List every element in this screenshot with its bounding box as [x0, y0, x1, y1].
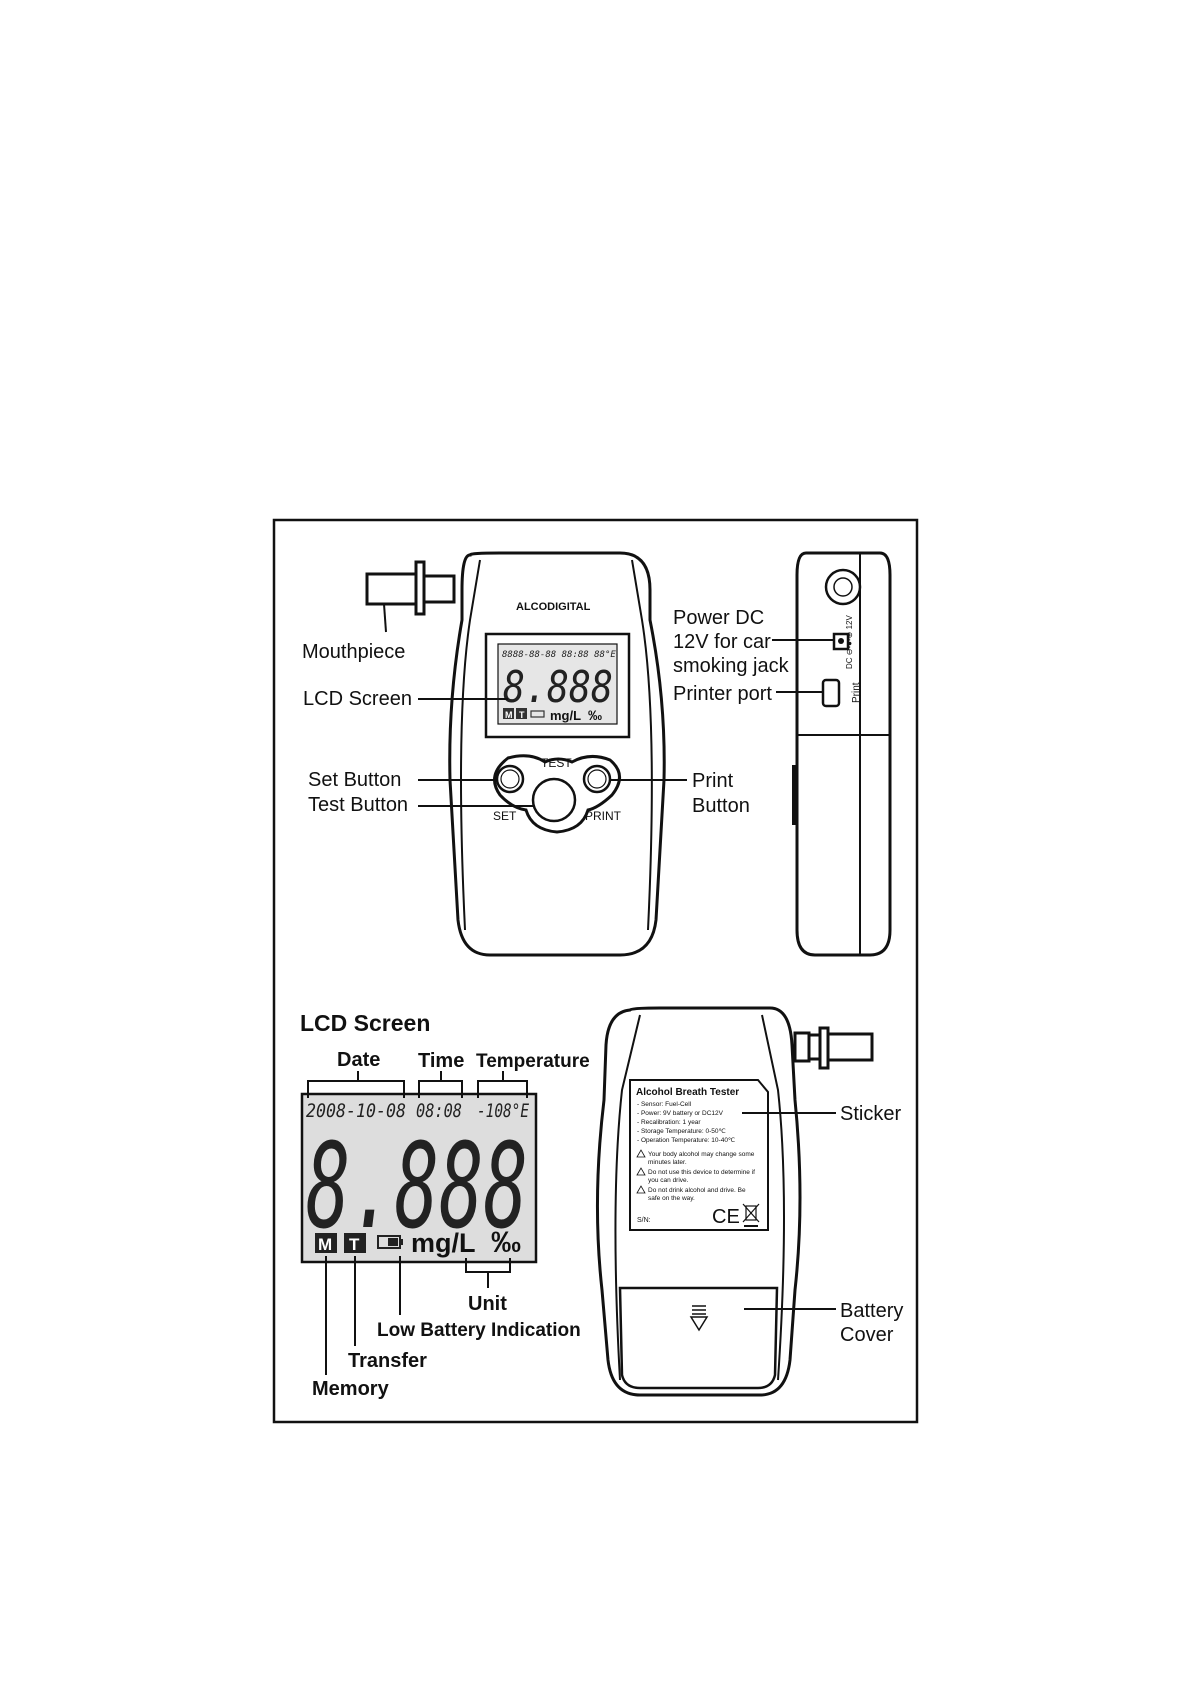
diagram-frame: [272, 518, 919, 1424]
mouthpiece-label: Mouthpiece: [302, 641, 405, 663]
power-dc-label-line3: smoking jack: [673, 655, 790, 677]
lcd-date-readout: 2008-10-08: [306, 1100, 406, 1122]
warning-line: Your body alcohol may change some: [648, 1151, 755, 1158]
sticker-warnings: Your body alcohol may change some minute…: [636, 1149, 755, 1202]
sticker-line: - Storage Temperature: 0-50℃: [637, 1128, 727, 1135]
warning-line: Do not drink alcohol and drive. Be: [648, 1187, 746, 1194]
date-label: Date: [337, 1049, 380, 1071]
transfer-label: Transfer: [348, 1350, 427, 1372]
warning-icon: [636, 1185, 646, 1194]
printer-port-label: Printer port: [673, 683, 772, 705]
lcd-detail-screen: [300, 1092, 538, 1264]
device-body-side: [795, 551, 892, 957]
ce-mark: CE: [712, 1206, 740, 1228]
transfer-icon: [344, 1233, 366, 1253]
warning-line: you can drive.: [648, 1177, 689, 1184]
front-transfer-icon-letter: T: [519, 710, 525, 720]
mouthpiece: [365, 560, 456, 633]
sticker-line: - Operation Temperature: 10-40℃: [637, 1137, 736, 1144]
lcd-detail-heading: LCD Screen: [300, 1010, 430, 1036]
front-unit-mgl: mg/L: [550, 708, 581, 723]
warning-line: Do not use this device to determine if: [648, 1169, 755, 1176]
set-button-label: Set Button: [308, 769, 401, 791]
lcd-temp-readout: -108°E: [477, 1100, 529, 1122]
side-button: [792, 765, 798, 825]
print-port-marking: Print: [851, 682, 862, 703]
memory-label: Memory: [312, 1378, 390, 1400]
front-lcd-digits: 8.888: [503, 662, 613, 713]
lcd-detail: LCD Screen 2008-10-08 08:08 -108°E 8.888…: [300, 1010, 590, 1400]
sticker-line: - Power: 9V battery or DC12V: [637, 1110, 724, 1117]
sticker-specs: - Sensor: Fuel-Cell - Power: 9V battery …: [637, 1101, 736, 1144]
lcd-time-readout: 08:08: [416, 1100, 462, 1122]
sticker-line: - Sensor: Fuel-Cell: [637, 1101, 692, 1108]
temperature-label: Temperature: [476, 1051, 590, 1072]
power-dc-label-line2: 12V for car: [673, 631, 771, 653]
memory-icon: [315, 1233, 337, 1253]
time-label: Time: [418, 1050, 464, 1072]
sticker-label: Sticker: [840, 1103, 901, 1125]
side-view: DC ⊖-●-⊕ 12V Print Power DC 12V for car …: [673, 551, 892, 957]
date-bracket: [307, 1080, 405, 1098]
front-battery-icon: [530, 710, 545, 718]
warning-line: minutes later.: [648, 1159, 687, 1166]
unit-permil: ‰: [491, 1226, 521, 1259]
print-button-caption: PRINT: [585, 809, 622, 823]
memory-icon-letter: M: [318, 1235, 332, 1254]
set-button-caption: SET: [493, 809, 517, 823]
side-round-port: [824, 568, 862, 606]
battery-cover[interactable]: [618, 1286, 779, 1390]
unit-label: Unit: [468, 1293, 507, 1315]
front-unit-permil: ‰: [588, 707, 602, 723]
test-button-label: Test Button: [308, 794, 408, 816]
sticker-line: - Recalibration: 1 year: [637, 1119, 701, 1126]
print-button-label-line2: Button: [692, 795, 750, 817]
back-view: Alcohol Breath Tester - Sensor: Fuel-Cel…: [595, 1006, 903, 1397]
brand-label: ALCODIGITAL: [516, 601, 591, 613]
print-button-label: Print: [692, 770, 734, 792]
low-battery-label: Low Battery Indication: [377, 1320, 581, 1341]
sticker-title: Alcohol Breath Tester: [636, 1087, 739, 1098]
warning-icon: [636, 1149, 646, 1158]
front-transfer-icon: [516, 708, 527, 719]
test-button-caption: TEST: [541, 756, 572, 770]
serial-number-label: S/N:: [637, 1217, 651, 1224]
weee-bin-icon: [742, 1203, 760, 1227]
warning-line: safe on the way.: [648, 1195, 695, 1202]
transfer-icon-letter: T: [349, 1235, 360, 1254]
lcd-main-digits: 8.888: [306, 1117, 528, 1255]
printer-port[interactable]: [821, 678, 841, 708]
warning-icon: [636, 1167, 646, 1176]
device-body-front: [448, 551, 666, 957]
battery-cover-label-line2: Cover: [840, 1324, 894, 1346]
unit-mgl: mg/L: [411, 1228, 476, 1258]
back-mouthpiece: [793, 1026, 874, 1070]
power-dc-label: Power DC: [673, 607, 764, 629]
battery-cover-label: Battery: [840, 1300, 903, 1322]
front-lcd-top-readout: 8888-88-88 88:88 88°E: [502, 650, 616, 660]
front-view: ALCODIGITAL 8888-88-88 88:88 88°E 8.888 …: [302, 551, 750, 957]
battery-cover-latch-icon: [689, 1305, 709, 1332]
front-memory-icon-letter: M: [505, 710, 513, 720]
lcd-screen-label: LCD Screen: [303, 688, 412, 710]
sticker: [629, 1079, 769, 1231]
dc-jack-marking: DC ⊖-●-⊕ 12V: [845, 615, 854, 669]
front-memory-icon: [503, 708, 514, 719]
test-button[interactable]: [531, 777, 577, 823]
